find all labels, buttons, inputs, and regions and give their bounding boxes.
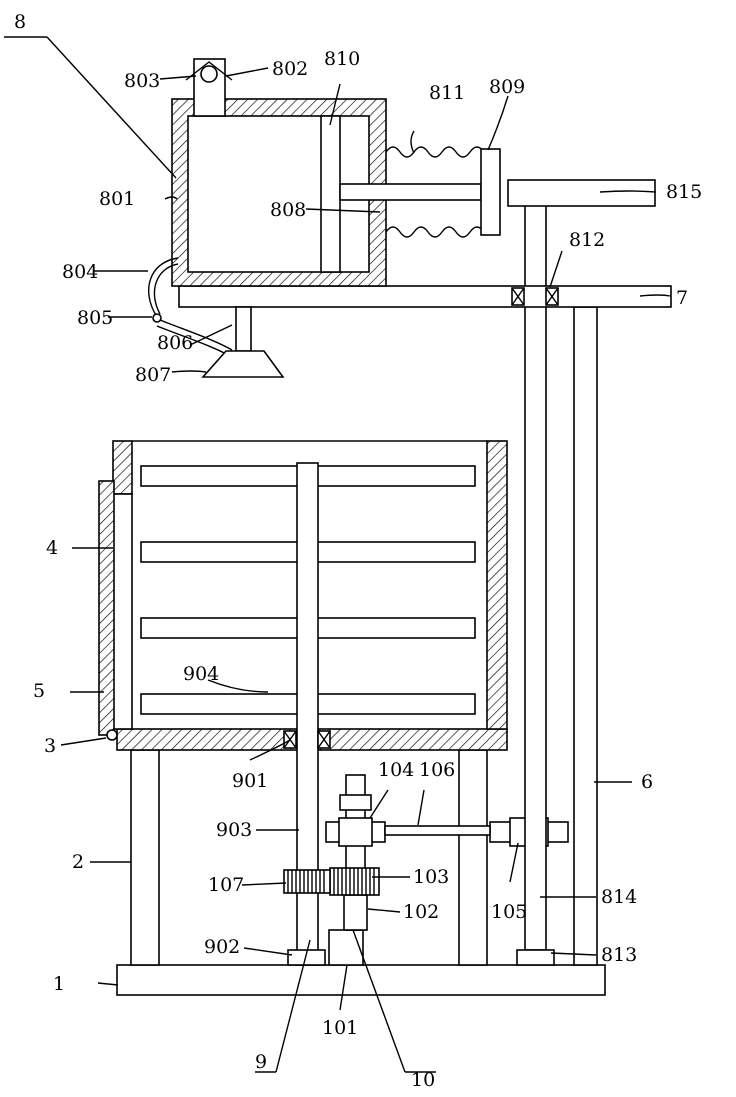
label-103: 103 — [413, 866, 449, 888]
label-5: 5 — [33, 680, 45, 702]
label-4: 4 — [46, 537, 58, 559]
label-806: 806 — [157, 332, 193, 354]
label-802: 802 — [272, 58, 308, 80]
label-807: 807 — [135, 364, 171, 386]
beam — [179, 286, 671, 307]
bellows-top — [386, 147, 484, 157]
label-813: 813 — [601, 944, 637, 966]
label-104: 104 — [378, 759, 414, 781]
label-2: 2 — [72, 851, 84, 873]
label-808: 808 — [270, 199, 306, 221]
nozzle — [203, 351, 283, 377]
label-803: 803 — [124, 70, 160, 92]
label-9: 9 — [255, 1051, 267, 1073]
label-101: 101 — [322, 1017, 358, 1039]
column — [574, 307, 597, 965]
label-904: 904 — [183, 663, 219, 685]
label-804: 804 — [62, 261, 98, 283]
drive-belt — [385, 826, 490, 835]
top-plate — [508, 180, 655, 206]
label-903: 903 — [216, 819, 252, 841]
drum-right-wall — [487, 441, 507, 729]
nozzle-support — [236, 307, 251, 351]
left-leg — [131, 750, 159, 965]
label-105: 105 — [491, 901, 527, 923]
label-805: 805 — [77, 307, 113, 329]
hose-clamp — [153, 314, 161, 322]
label-901: 901 — [232, 770, 268, 792]
end-plate — [481, 149, 500, 235]
drum-inner-left-wall — [113, 494, 132, 729]
gear-103 — [330, 868, 379, 895]
label-8: 8 — [14, 11, 26, 33]
base-plate — [117, 965, 605, 995]
door-hinge — [107, 730, 117, 740]
label-1: 1 — [53, 973, 65, 995]
label-6: 6 — [641, 771, 653, 793]
pulley-104 — [326, 818, 385, 846]
right-leg — [459, 750, 487, 965]
label-814: 814 — [601, 886, 637, 908]
piston-rod — [340, 184, 481, 200]
label-3: 3 — [44, 735, 56, 757]
label-801: 801 — [99, 188, 135, 210]
piston — [321, 116, 340, 272]
gear-107 — [284, 870, 330, 893]
filler-ball — [201, 66, 217, 82]
drum-left-wall — [113, 441, 132, 494]
sliding-door — [99, 481, 114, 735]
label-106: 106 — [419, 759, 455, 781]
drive-pulley-top — [340, 795, 371, 810]
label-102: 102 — [403, 901, 439, 923]
motor — [329, 930, 363, 965]
label-810: 810 — [324, 48, 360, 70]
label-815: 815 — [666, 181, 702, 203]
label-902: 902 — [204, 936, 240, 958]
label-7: 7 — [676, 287, 688, 309]
screw-rod — [525, 205, 546, 950]
label-107: 107 — [208, 874, 244, 896]
label-10: 10 — [411, 1069, 435, 1091]
bellows-bottom — [386, 227, 484, 237]
label-812: 812 — [569, 229, 605, 251]
label-809: 809 — [489, 76, 525, 98]
screw-seat — [517, 950, 554, 965]
label-811: 811 — [429, 82, 465, 104]
drive-shaft-block — [344, 895, 367, 930]
